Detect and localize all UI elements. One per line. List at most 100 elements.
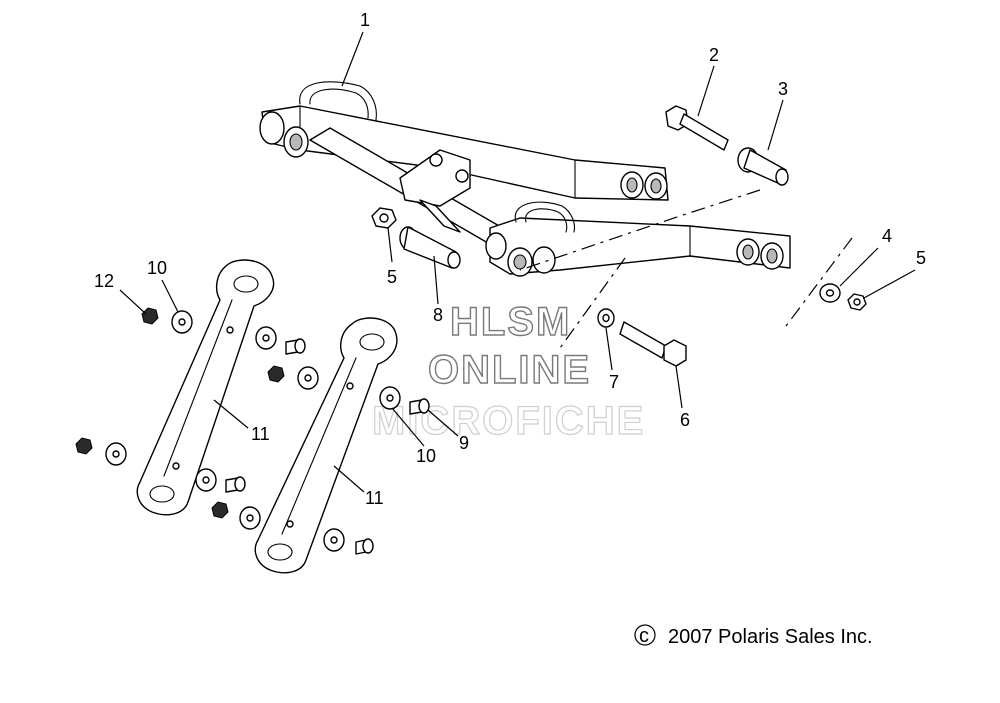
hardware-nuts xyxy=(75,307,285,519)
hardware-bolts xyxy=(225,338,430,555)
washer-link-left-1-hole xyxy=(262,334,270,342)
bolt-2-shank xyxy=(679,113,729,151)
washer-4-hole xyxy=(825,289,835,297)
nut-5-right-hole xyxy=(853,298,861,306)
link-11-left-web xyxy=(163,299,233,477)
bolt-2 xyxy=(665,105,729,151)
nut-5-left-hole xyxy=(379,213,389,223)
washer-lower-middle-2-hole xyxy=(246,514,254,522)
callout-6: 6 xyxy=(680,410,690,430)
callout-10-right: 10 xyxy=(416,446,436,466)
callout-11-right: 11 xyxy=(365,488,384,508)
callout-5-left: 5 xyxy=(387,267,397,287)
copyright-notice: c 2007 Polaris Sales Inc. xyxy=(634,624,873,648)
watermark-line-1: HLSM xyxy=(450,300,571,344)
nut-lower-left xyxy=(75,437,93,455)
link-11-right-hole-2 xyxy=(286,520,294,528)
centerline-upper xyxy=(519,189,761,271)
callout-2: 2 xyxy=(709,45,719,65)
link-11-left-body xyxy=(136,259,275,516)
lower-loop-handle-inner xyxy=(525,208,568,233)
leader-7 xyxy=(605,327,613,371)
link-11-right-top-eye xyxy=(359,333,385,351)
watermark: HLSM ONLINE MICROFICHE xyxy=(371,299,644,443)
lower-arm-end-bushing xyxy=(485,232,507,260)
callout-8: 8 xyxy=(433,305,443,325)
upper-arm xyxy=(261,105,669,201)
link-11-left xyxy=(136,259,275,516)
bolt-link-4-head xyxy=(362,538,374,554)
bolt-link-1-head xyxy=(294,338,306,354)
center-bracket-hole-1 xyxy=(429,153,443,167)
callout-labels: 1 2 3 4 5 5 6 7 8 9 10 10 12 11 11 xyxy=(94,10,926,508)
watermark-line-2: ONLINE xyxy=(428,348,591,392)
washer-lower-right-hole xyxy=(330,536,338,544)
lower-arm-bushing-left-bore xyxy=(513,254,527,270)
washer-lower-middle-1-hole xyxy=(202,476,210,484)
link-11-right-web xyxy=(281,357,357,535)
leader-3 xyxy=(767,99,784,151)
lower-arm-bushing-left-2 xyxy=(532,246,556,274)
copyright-symbol: c xyxy=(639,625,649,647)
leader-10-right xyxy=(391,407,425,447)
bolt-9-head xyxy=(418,398,430,414)
leader-12 xyxy=(119,289,147,315)
link-11-left-hole-1 xyxy=(226,326,234,334)
washer-lower-left-hole xyxy=(112,450,120,458)
washer-10-right-hole xyxy=(386,394,394,402)
leader-lines xyxy=(119,31,916,493)
nut-upper-middle xyxy=(267,365,285,383)
copyright-circle xyxy=(634,624,656,646)
callout-10-top: 10 xyxy=(147,258,167,278)
washer-7-hole xyxy=(602,313,610,323)
link-11-right-body xyxy=(254,317,398,574)
lower-arm-bushing-right-2-bore xyxy=(766,248,778,264)
link-11-right-hole-1 xyxy=(346,382,354,390)
leader-11-left xyxy=(213,399,249,429)
callout-9: 9 xyxy=(459,433,469,453)
leader-9 xyxy=(427,409,459,437)
callout-3: 3 xyxy=(778,79,788,99)
nut-12 xyxy=(141,307,159,325)
leader-11-right xyxy=(333,465,365,493)
callout-7: 7 xyxy=(609,372,619,392)
sleeve-3-end xyxy=(775,168,789,186)
spacer-8 xyxy=(399,226,461,269)
centerline-right xyxy=(785,237,853,327)
center-bracket-hole-2 xyxy=(455,169,469,183)
bolt-link-3-head xyxy=(234,476,246,492)
bolt-6-head xyxy=(663,339,687,367)
leader-10-top xyxy=(161,279,179,313)
link-11-left-bottom-eye xyxy=(149,485,175,503)
leader-4 xyxy=(839,247,879,287)
upper-loop-handle xyxy=(299,81,377,121)
hardware-washers xyxy=(105,310,401,552)
callout-1: 1 xyxy=(360,10,370,30)
link-11-right-bottom-eye xyxy=(267,543,293,561)
washer-7 xyxy=(597,308,615,328)
torque-arm-assembly xyxy=(259,81,791,277)
leader-5-left xyxy=(387,227,393,263)
leader-1 xyxy=(341,31,364,87)
bolt-6 xyxy=(619,321,687,367)
upper-arm-bushing-right-1-bore xyxy=(626,177,638,193)
nut-lower-middle xyxy=(211,501,229,519)
callout-5-right: 5 xyxy=(916,248,926,268)
link-11-left-hole-2 xyxy=(172,462,180,470)
upper-arm-bushing-right-2-bore xyxy=(650,178,662,194)
leader-5-right xyxy=(863,269,916,299)
leader-2 xyxy=(697,65,715,117)
washer-10-top-hole xyxy=(178,318,186,326)
callout-4: 4 xyxy=(882,226,892,246)
centerline-6 xyxy=(559,257,626,349)
copyright-text: 2007 Polaris Sales Inc. xyxy=(668,626,873,648)
link-11-left-top-eye xyxy=(233,275,259,293)
nut-5-left xyxy=(371,207,397,229)
spacer-8-end-2 xyxy=(447,251,461,269)
center-bracket xyxy=(399,149,471,207)
callout-12: 12 xyxy=(94,271,114,291)
lower-loop-handle xyxy=(514,201,576,233)
leader-6 xyxy=(675,365,683,409)
